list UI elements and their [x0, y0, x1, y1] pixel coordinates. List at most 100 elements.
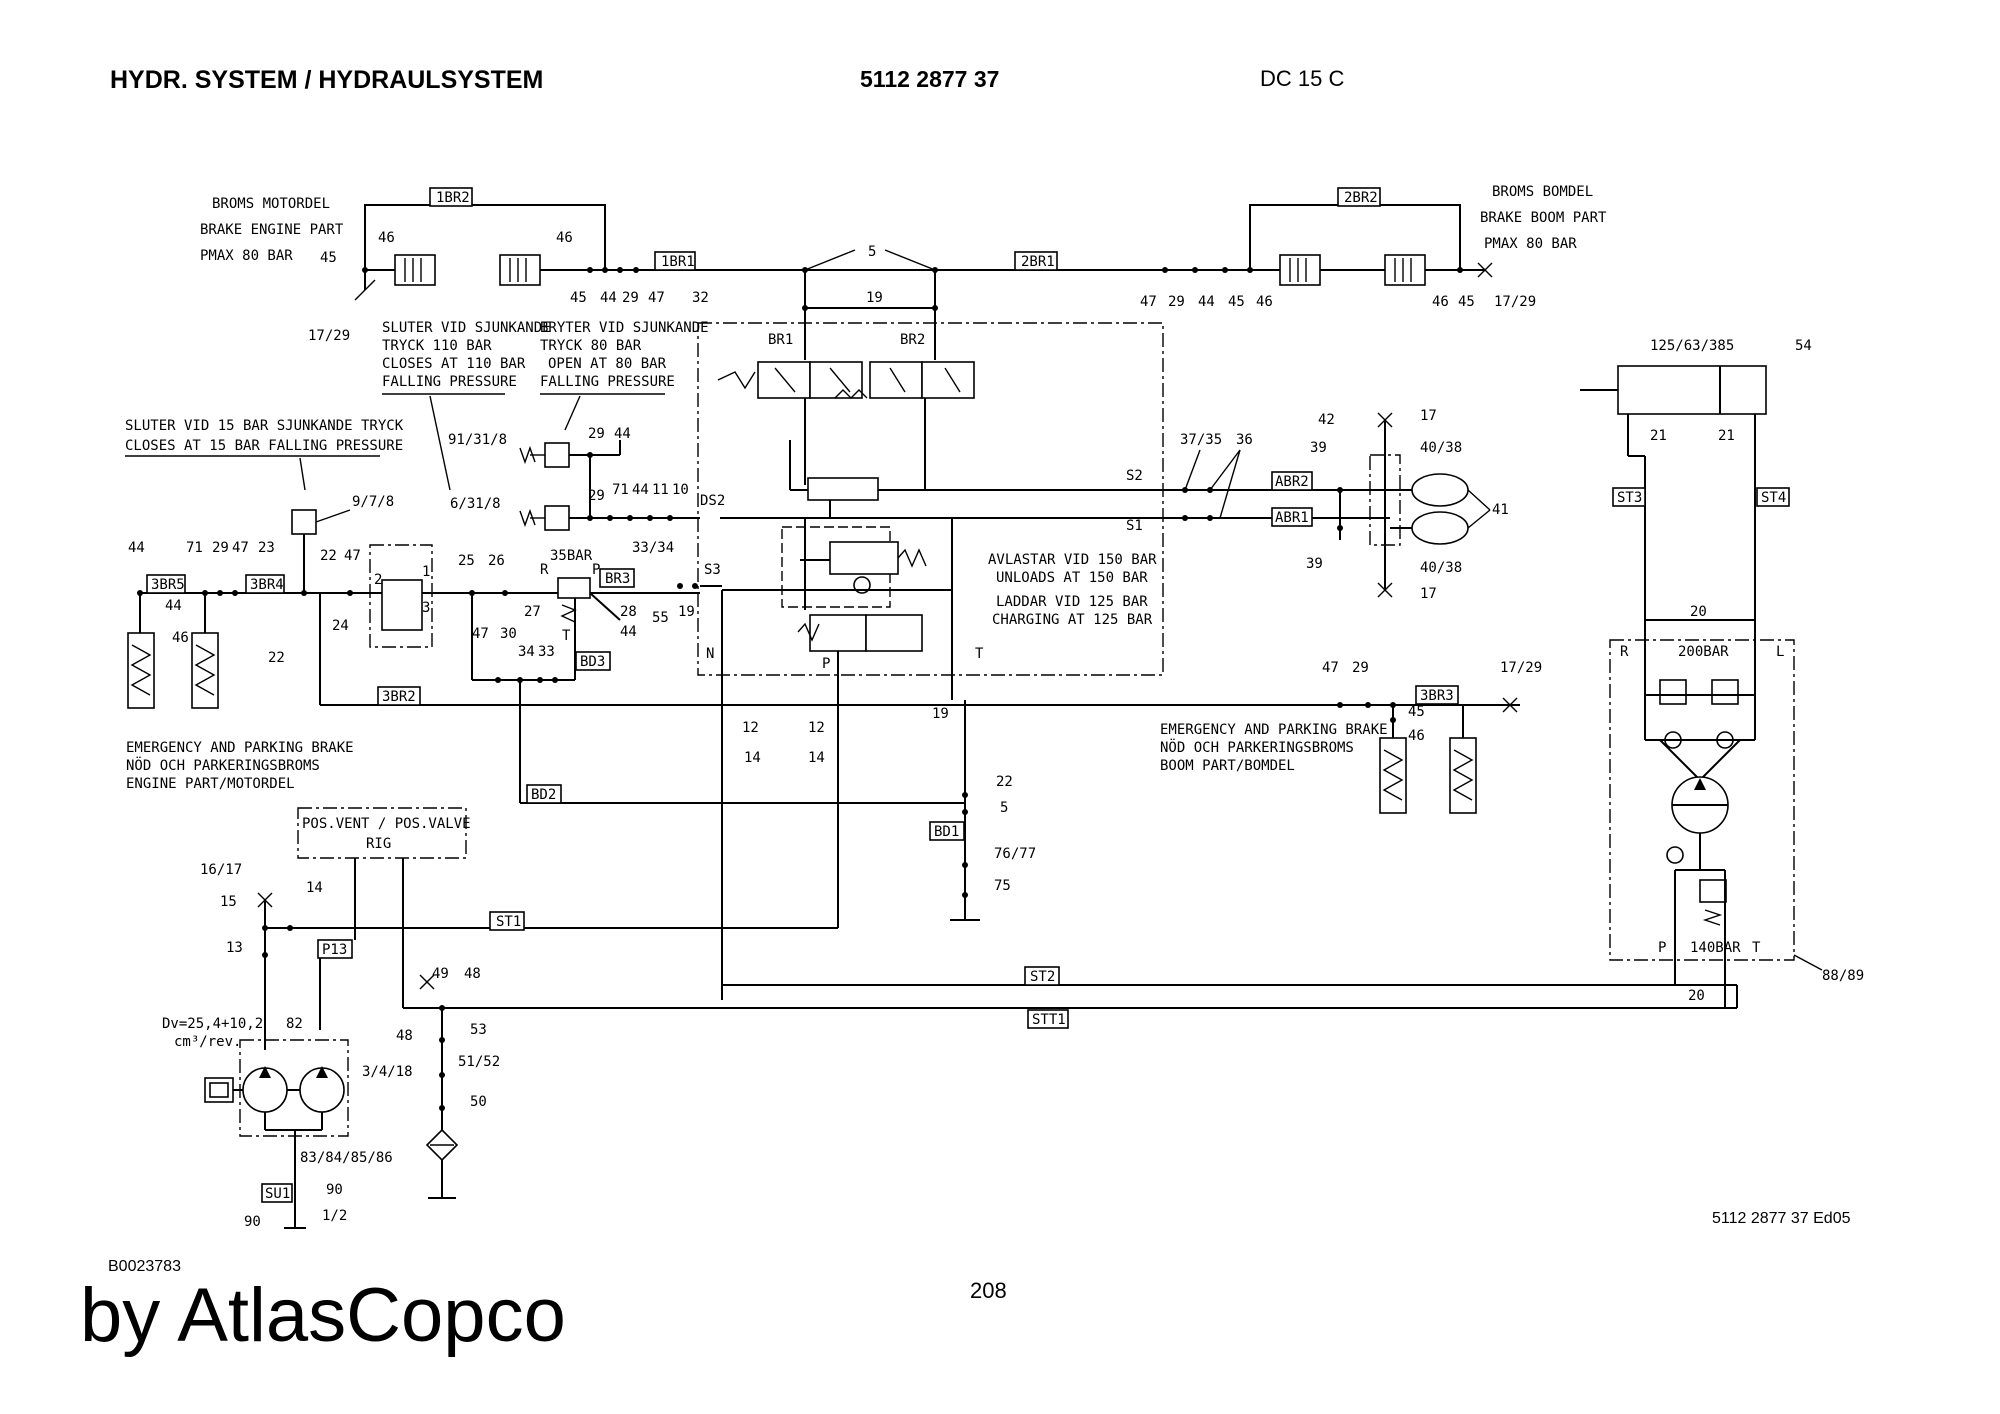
callout-4038a: 40/38	[1420, 440, 1462, 456]
tag-bd3: BD3	[580, 654, 605, 670]
callout-19b: 19	[678, 604, 695, 620]
callout-1729b: 17/29	[1494, 294, 1536, 310]
brand-watermark: by AtlasCopco	[80, 1273, 566, 1358]
accumulators-engine	[127, 593, 219, 709]
note-pos-valve: POS.VENT / POS.VALVE	[302, 816, 471, 832]
callout-26: 26	[488, 553, 505, 569]
callout-12b: 12	[808, 720, 825, 736]
callout-47f: 47	[1322, 660, 1339, 676]
tag-st2: ST2	[1030, 969, 1055, 985]
callout-5152: 51/52	[458, 1054, 500, 1070]
tag-3br3: 3BR3	[1420, 688, 1454, 704]
tag-br3: BR3	[605, 571, 630, 587]
note-bryter-80: BRYTER VID SJUNKANDE	[540, 320, 709, 336]
note-pump-dv: Dv=25,4+10,2	[162, 1016, 263, 1032]
tag-3br5: 3BR5	[151, 577, 185, 593]
note-broms-bomdel: BROMS BOMDEL	[1492, 184, 1593, 200]
port-n: N	[706, 646, 714, 662]
emergency-boom-note: EMERGENCY AND PARKING BRAKE NÖD OCH PARK…	[1160, 722, 1388, 774]
pressure-switch-91	[544, 442, 570, 468]
callout-23: 23	[258, 540, 275, 556]
note-emergency-engine: EMERGENCY AND PARKING BRAKE	[126, 740, 354, 756]
drawing-id: B0023783	[108, 1258, 181, 1275]
tag-su1: SU1	[265, 1186, 290, 1202]
callout-42: 42	[1318, 412, 1335, 428]
note-closes-15: CLOSES AT 15 BAR FALLING PRESSURE	[125, 438, 403, 454]
callout-13: 13	[226, 940, 243, 956]
tag-abr1: ABR1	[1275, 510, 1309, 526]
note-pmax-boom: PMAX 80 BAR	[1484, 236, 1577, 252]
port-s2: S2	[1126, 468, 1143, 484]
cyl-rating: 125/63/385	[1650, 338, 1734, 354]
tag-3br2: 3BR2	[382, 689, 416, 705]
callout-978: 9/7/8	[352, 494, 394, 510]
motor-block	[1609, 639, 1795, 961]
callout-28: 28	[620, 604, 637, 620]
pump-unit	[204, 1039, 349, 1229]
callout-39a: 39	[1310, 440, 1327, 456]
brake-boom-group: 2BR2 2BR1	[1014, 187, 1493, 286]
callout-82: 82	[286, 1016, 303, 1032]
callout-44e: 44	[128, 540, 145, 556]
note-unloads: UNLOADS AT 150 BAR	[996, 570, 1148, 586]
brake-engine-group: 1BR2 1BR1	[354, 187, 1430, 301]
note-emergency-boom: EMERGENCY AND PARKING BRAKE	[1160, 722, 1388, 738]
note-tryck-110: TRYCK 110 BAR	[382, 338, 492, 354]
note-nod-boom: NÖD OCH PARKERINGSBROMS	[1160, 738, 1354, 756]
port-v3: 3	[422, 600, 430, 616]
note-sluter-15: SLUTER VID 15 BAR SJUNKANDE TRYCK	[125, 418, 404, 434]
callout-8889: 88/89	[1822, 968, 1864, 984]
brake-engine-note: BROMS MOTORDEL BRAKE ENGINE PART PMAX 80…	[200, 196, 344, 264]
callout-44d: 44	[632, 482, 649, 498]
switch-80-note: BRYTER VID SJUNKANDE TRYCK 80 BAR OPEN A…	[540, 320, 709, 390]
relief-140bar: 140BAR	[1690, 940, 1741, 956]
port-v2: 2	[374, 572, 382, 588]
callout-34: 34	[518, 644, 535, 660]
note-engine-part: ENGINE PART/MOTORDEL	[126, 776, 295, 792]
callout-45d: 45	[1458, 294, 1475, 310]
valve-block-32	[697, 322, 1164, 676]
callout-3334: 33/34	[632, 540, 674, 556]
callout-24: 24	[332, 618, 349, 634]
callout-5: 5	[868, 244, 876, 260]
callout-10: 10	[672, 482, 689, 498]
callout-46d: 46	[1432, 294, 1449, 310]
tag-bd1: BD1	[934, 824, 959, 840]
port-s3: S3	[704, 562, 721, 578]
port-t2: T	[562, 628, 571, 644]
callout-22c: 22	[996, 774, 1013, 790]
callout-1729a: 17/29	[308, 328, 350, 344]
note-broms-motordel: BROMS MOTORDEL	[212, 196, 330, 212]
callout-45b: 45	[570, 290, 587, 306]
callout-21b: 21	[1718, 428, 1735, 444]
callout-19a: 19	[866, 290, 883, 306]
port-l: L	[1776, 644, 1784, 660]
note-charging: CHARGING AT 125 BAR	[992, 612, 1153, 628]
callout-47d: 47	[344, 548, 361, 564]
brake-boom-note: BROMS BOMDEL BRAKE BOOM PART PMAX 80 BAR	[1480, 184, 1607, 252]
note-brake-boom-part: BRAKE BOOM PART	[1480, 210, 1607, 226]
callout-47c: 47	[232, 540, 249, 556]
callout-30: 30	[500, 626, 517, 642]
edition-label: 5112 2877 37 Ed05	[1712, 1210, 1851, 1227]
relief-35bar: 35BAR	[550, 548, 593, 564]
callout-5b: 5	[1000, 800, 1008, 816]
part-number: 5112 2877 37	[860, 66, 1000, 92]
callout-11: 11	[652, 482, 669, 498]
callout-29e: 29	[212, 540, 229, 556]
note-avlastar: AVLASTAR VID 150 BAR	[988, 552, 1157, 568]
unload-note: AVLASTAR VID 150 BAR UNLOADS AT 150 BAR …	[988, 552, 1157, 628]
callout-48a: 48	[464, 966, 481, 982]
tag-abr2: ABR2	[1275, 474, 1309, 490]
callout-17b: 17	[1420, 586, 1437, 602]
callout-46b: 46	[556, 230, 573, 246]
tag-stt1: STT1	[1032, 1012, 1066, 1028]
callout-46f: 46	[1408, 728, 1425, 744]
model-name: DC 15 C	[1260, 66, 1345, 91]
tag-3br4: 3BR4	[250, 577, 284, 593]
tag-2br2: 2BR2	[1344, 190, 1378, 206]
callout-54: 54	[1795, 338, 1812, 354]
page-title: HYDR. SYSTEM / HYDRAULSYSTEM	[110, 66, 544, 94]
callout-3735: 37/35	[1180, 432, 1222, 448]
